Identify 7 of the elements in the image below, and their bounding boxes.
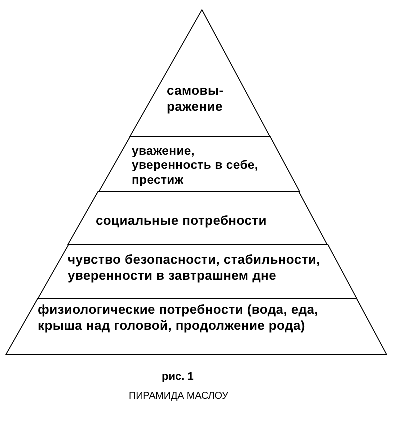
tier-label: самовы- ражение: [166, 83, 224, 114]
tier-label: чувство безопасности, стабильности, уверенности в завтрашнем дне: [68, 252, 320, 283]
figure-number: рис. 1: [162, 371, 194, 384]
tier-label: физиологические потребности (вода, еда, крыша над головой, продолжение рода): [38, 302, 318, 333]
tier-label: уважение, уверенность в себе, престиж: [132, 144, 258, 186]
tier-label: социальные потребности: [96, 213, 267, 228]
figure-caption: ПИРАМИДА МАСЛОУ: [129, 390, 228, 403]
